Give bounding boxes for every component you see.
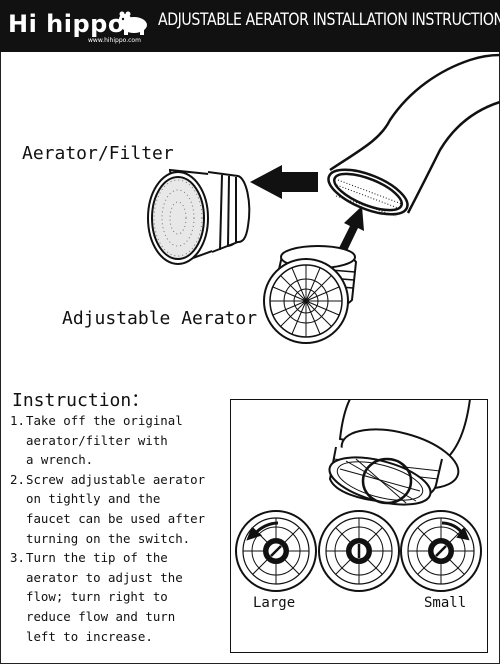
page-title: ADJUSTABLE AERATOR INSTALLATION INSTRUCT…: [158, 10, 500, 30]
instruction-step: 3.Turn the tip of the aerator to adjust …: [10, 550, 183, 644]
arrow-up-icon: [338, 206, 364, 253]
instruction-steps: 1.Take off the original aerator/filter w…: [10, 411, 230, 646]
brand-name: Hi hippo: [8, 10, 125, 38]
adjustment-inset-diagram: [235, 399, 482, 592]
instruction-heading: Instruction：: [12, 390, 150, 411]
faucet-spout-illustration: [327, 53, 500, 217]
large-flow-label: Large: [253, 595, 296, 611]
brand-url: www.hihippo.com: [88, 37, 141, 44]
instruction-step: 2.Screw adjustable aerator on tightly an…: [10, 471, 206, 546]
header-bar: Hi hippo www.hihippo.com ADJUSTABLE AERA…: [0, 0, 500, 52]
dial-medium-setting: [318, 510, 400, 592]
hippo-logo-icon: [119, 11, 147, 35]
aerator-filter-label: Aerator/Filter: [22, 143, 174, 164]
instruction-step: 1.Take off the original aerator/filter w…: [10, 413, 183, 468]
aerator-filter-illustration: [147, 168, 251, 265]
dial-small-setting: [400, 510, 482, 592]
adjustable-aerator-label: Adjustable Aerator: [62, 308, 258, 329]
dial-large-setting: [235, 510, 317, 592]
small-flow-label: Small: [424, 595, 467, 611]
installation-diagram: [147, 53, 500, 344]
adjustable-aerator-illustration: [263, 245, 358, 344]
arrow-left-icon: [250, 165, 318, 199]
inset-faucet-illustration: [328, 399, 472, 506]
